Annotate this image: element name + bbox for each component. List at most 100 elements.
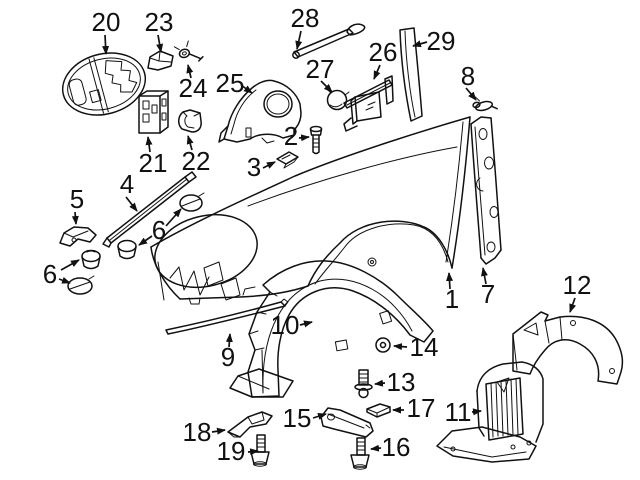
callout-label-5[interactable]: 5 — [70, 184, 84, 214]
callout-label-10[interactable]: 10 — [271, 310, 300, 340]
part-4-support-rail — [102, 171, 197, 248]
callout-labels: 20 23 24 21 22 28 25 27 26 29 8 2 3 4 5 … — [43, 3, 592, 466]
callout-label-9[interactable]: 9 — [221, 342, 235, 372]
callout-label-11[interactable]: 11 — [445, 397, 472, 427]
leader-6a2 — [58, 276, 71, 284]
detail — [512, 316, 563, 371]
detail — [314, 223, 449, 285]
detail — [181, 51, 187, 56]
hole — [476, 177, 484, 192]
detail — [344, 91, 350, 96]
outline — [178, 48, 191, 59]
part-12-wheelhouse-liner-rear — [512, 311, 624, 385]
detail — [261, 137, 275, 144]
hole — [478, 128, 488, 140]
detail — [292, 51, 300, 59]
outline — [320, 407, 374, 438]
callout-label-18[interactable]: 18 — [183, 417, 212, 447]
detail — [443, 446, 527, 458]
outline — [350, 96, 358, 125]
callout-label-29[interactable]: 29 — [427, 26, 456, 56]
detail — [253, 461, 267, 467]
callout-label-21[interactable]: 21 — [139, 148, 168, 178]
detail — [169, 266, 210, 296]
part-14-grommet — [375, 337, 391, 353]
detail — [346, 23, 366, 36]
leader-3 — [262, 161, 276, 169]
callout-label-2[interactable]: 2 — [284, 121, 298, 151]
leader-8 — [465, 87, 477, 101]
part-16-screw — [350, 437, 370, 470]
callout-label-15[interactable]: 15 — [283, 403, 312, 433]
leader-25 — [240, 84, 253, 94]
leader-27 — [320, 80, 333, 93]
leader-lines — [58, 30, 576, 456]
hole — [523, 322, 539, 336]
detail — [188, 53, 201, 60]
callout-label-13[interactable]: 13 — [387, 367, 416, 397]
part-22-clip — [178, 109, 202, 133]
outline — [227, 411, 273, 438]
callout-label-17[interactable]: 17 — [407, 393, 436, 423]
callout-label-6b[interactable]: 6 — [152, 215, 166, 245]
hole — [71, 237, 77, 243]
outline — [490, 117, 502, 251]
outline — [102, 237, 112, 248]
hole — [334, 339, 349, 352]
callout-label-26[interactable]: 26 — [369, 37, 398, 67]
leader-6a1 — [60, 259, 80, 271]
headlamp-opening — [154, 214, 258, 288]
callout-label-3[interactable]: 3 — [247, 152, 261, 182]
callout-label-8[interactable]: 8 — [461, 61, 475, 91]
callout-label-24[interactable]: 24 — [179, 73, 208, 103]
leader-12 — [569, 297, 576, 313]
part-13-rivet — [354, 369, 373, 399]
callout-label-28[interactable]: 28 — [291, 3, 320, 33]
outline — [184, 171, 197, 183]
detail — [312, 138, 320, 148]
outline — [117, 246, 137, 260]
outline — [218, 125, 229, 143]
detail — [93, 57, 109, 113]
callout-label-16[interactable]: 16 — [382, 432, 411, 462]
detail — [203, 261, 224, 287]
hole — [379, 310, 393, 325]
hole — [68, 78, 87, 106]
outline — [375, 337, 391, 353]
leader-5 — [71, 211, 79, 225]
leader-14 — [393, 343, 408, 351]
hole — [367, 257, 377, 267]
detail — [220, 277, 241, 301]
callout-label-7[interactable]: 7 — [481, 279, 495, 309]
outline — [59, 226, 97, 247]
callout-label-20[interactable]: 20 — [92, 7, 121, 37]
outline — [343, 117, 358, 132]
callout-label-19[interactable]: 19 — [217, 436, 246, 466]
callout-label-14[interactable]: 14 — [410, 332, 439, 362]
leader-15 — [312, 413, 327, 420]
outline — [480, 249, 502, 265]
detail — [247, 411, 265, 425]
hole — [570, 320, 576, 326]
outline — [150, 116, 471, 248]
hole — [484, 156, 494, 170]
callout-label-25[interactable]: 25 — [216, 68, 245, 98]
leader-11 — [471, 408, 482, 416]
callout-label-27[interactable]: 27 — [306, 54, 335, 84]
detail — [198, 192, 205, 197]
outline — [512, 311, 624, 385]
detail — [247, 146, 458, 207]
callout-label-23[interactable]: 23 — [145, 7, 174, 37]
hole — [370, 260, 374, 264]
callout-label-1[interactable]: 1 — [445, 284, 459, 314]
callout-label-4[interactable]: 4 — [120, 169, 134, 199]
callout-label-12[interactable]: 12 — [563, 270, 592, 300]
callout-label-22[interactable]: 22 — [182, 146, 211, 176]
detail — [149, 57, 160, 62]
outline — [67, 277, 93, 295]
callout-label-6a[interactable]: 6 — [43, 259, 57, 289]
detail — [496, 377, 510, 393]
outline — [358, 387, 369, 399]
leader-4 — [125, 196, 138, 212]
hole — [104, 60, 138, 93]
